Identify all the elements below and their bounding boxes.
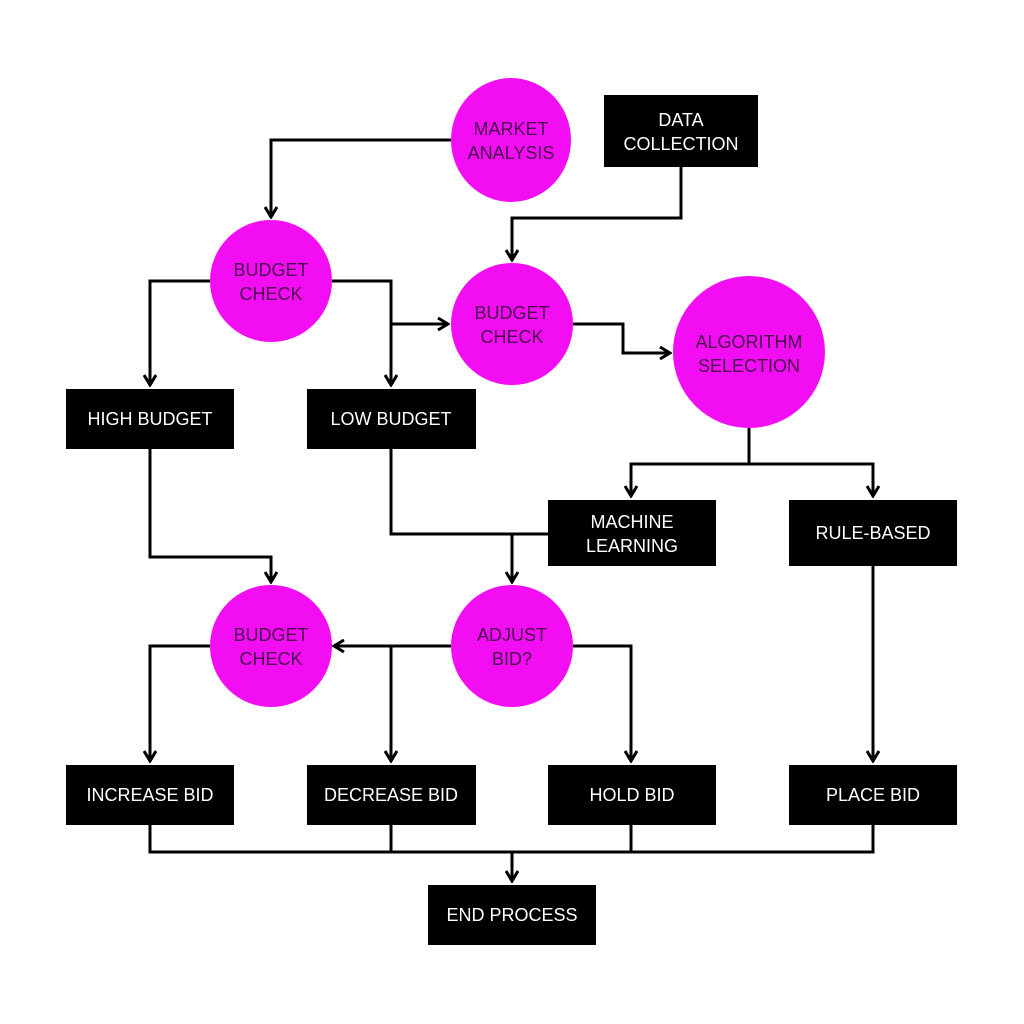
svg-text:HOLD BID: HOLD BID bbox=[589, 785, 674, 805]
svg-text:ALGORITHM: ALGORITHM bbox=[695, 332, 802, 352]
svg-text:DATA: DATA bbox=[658, 110, 703, 130]
node-machine-learning: MACHINE LEARNING bbox=[548, 500, 716, 566]
edge-budget2-to-algorithm bbox=[573, 322, 670, 353]
connectors bbox=[148, 138, 875, 881]
svg-text:RULE-BASED: RULE-BASED bbox=[815, 523, 930, 543]
edge-adjust-to-hold bbox=[573, 644, 631, 761]
edge-algorithm-to-ml bbox=[631, 462, 749, 496]
svg-text:MACHINE: MACHINE bbox=[590, 512, 673, 532]
edge-market-to-budget1 bbox=[271, 138, 451, 217]
node-budget-check-1: BUDGET CHECK bbox=[210, 220, 332, 342]
svg-text:BID?: BID? bbox=[492, 649, 532, 669]
svg-text:DECREASE BID: DECREASE BID bbox=[324, 785, 458, 805]
node-end-process: END PROCESS bbox=[428, 885, 596, 945]
node-budget-check-2: BUDGET CHECK bbox=[451, 263, 573, 385]
node-decrease-bid: DECREASE BID bbox=[307, 765, 476, 825]
svg-text:INCREASE BID: INCREASE BID bbox=[86, 785, 213, 805]
edge-budget3-to-increase bbox=[150, 644, 210, 761]
edge-bids-merge bbox=[148, 825, 875, 854]
node-place-bid: PLACE BID bbox=[789, 765, 957, 825]
node-high-budget: HIGH BUDGET bbox=[66, 389, 234, 449]
svg-text:COLLECTION: COLLECTION bbox=[623, 134, 738, 154]
edge-low-to-ml bbox=[389, 449, 548, 536]
svg-text:CHECK: CHECK bbox=[239, 649, 302, 669]
svg-text:MARKET: MARKET bbox=[473, 119, 548, 139]
svg-text:PLACE BID: PLACE BID bbox=[826, 785, 920, 805]
edge-data-to-budget2 bbox=[512, 167, 683, 260]
node-budget-check-3: BUDGET CHECK bbox=[210, 585, 332, 707]
svg-text:END PROCESS: END PROCESS bbox=[446, 905, 577, 925]
edge-algorithm-to-rule bbox=[749, 462, 873, 496]
svg-text:LEARNING: LEARNING bbox=[586, 536, 678, 556]
edge-budget1-to-low bbox=[332, 279, 391, 385]
svg-text:ANALYSIS: ANALYSIS bbox=[468, 143, 555, 163]
node-rule-based: RULE-BASED bbox=[789, 500, 957, 566]
node-increase-bid: INCREASE BID bbox=[66, 765, 234, 825]
svg-text:BUDGET: BUDGET bbox=[474, 303, 549, 323]
edge-budget1-to-high bbox=[150, 279, 210, 385]
svg-text:ADJUST: ADJUST bbox=[477, 625, 547, 645]
svg-text:CHECK: CHECK bbox=[239, 284, 302, 304]
edge-high-to-budget3 bbox=[148, 449, 271, 582]
svg-text:CHECK: CHECK bbox=[480, 327, 543, 347]
node-market-analysis: MARKET ANALYSIS bbox=[451, 78, 571, 202]
svg-text:BUDGET: BUDGET bbox=[233, 260, 308, 280]
node-data-collection: DATA COLLECTION bbox=[604, 95, 758, 167]
svg-text:SELECTION: SELECTION bbox=[698, 356, 800, 376]
svg-text:BUDGET: BUDGET bbox=[233, 625, 308, 645]
node-adjust-bid: ADJUST BID? bbox=[451, 585, 573, 707]
node-hold-bid: HOLD BID bbox=[548, 765, 716, 825]
svg-text:HIGH BUDGET: HIGH BUDGET bbox=[87, 409, 212, 429]
node-algorithm-selection: ALGORITHM SELECTION bbox=[673, 276, 825, 428]
svg-text:LOW BUDGET: LOW BUDGET bbox=[330, 409, 451, 429]
node-low-budget: LOW BUDGET bbox=[307, 389, 476, 449]
